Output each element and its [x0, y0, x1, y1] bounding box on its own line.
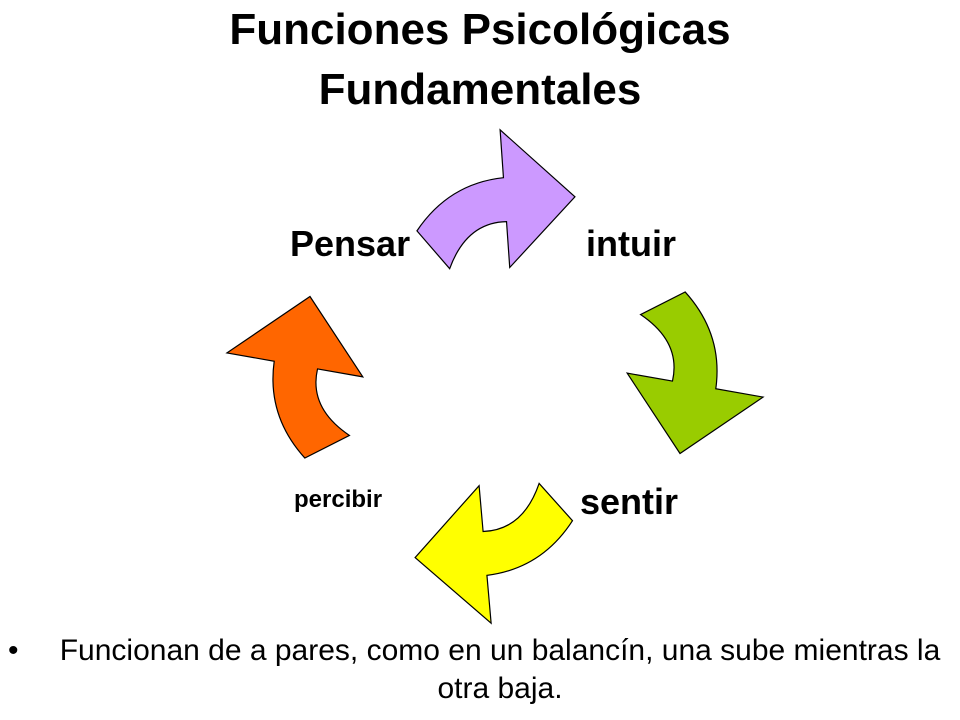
arrow-shape	[409, 124, 581, 275]
node-intuir: intuir	[586, 223, 676, 264]
slide-title: Funciones Psicológicas Fundamentales	[0, 0, 960, 120]
arrow-shape	[408, 477, 582, 630]
bullet-dot: •	[8, 634, 19, 667]
arrow-pensar-to-intuir	[409, 124, 581, 275]
arrow-shape	[614, 283, 780, 467]
title-line-2: Fundamentales	[318, 65, 642, 114]
bullet-text: Funcionan de a pares, como en un balancí…	[59, 634, 941, 705]
title-line-1: Funciones Psicológicas	[229, 5, 731, 54]
arrow-shape	[210, 283, 376, 467]
arrow-percibir-to-pensar	[210, 283, 376, 467]
arrow-intuir-to-sentir	[614, 283, 780, 467]
node-percibir: percibir	[294, 486, 383, 513]
arrow-sentir-to-percibir	[408, 477, 582, 630]
node-pensar: Pensar	[290, 223, 411, 264]
node-sentir: sentir	[580, 481, 679, 522]
